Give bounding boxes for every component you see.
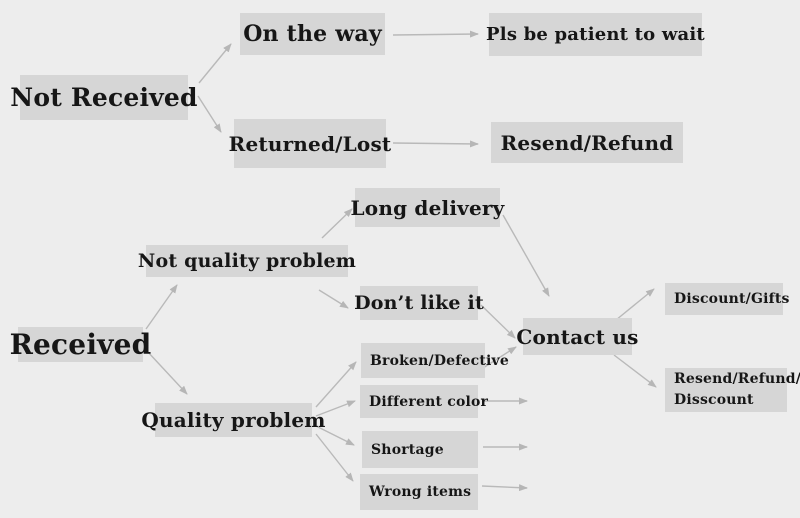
node-contact-us: Contact us xyxy=(516,318,638,355)
arrow-returned-lost-to-resend-refund xyxy=(392,140,479,148)
arrow-dont-like-it-to-contact-us xyxy=(480,304,516,339)
node-resend-refund: Resend/Refund xyxy=(491,122,683,163)
node-dont-like-it: Don’t like it xyxy=(354,286,484,320)
arrow-quality-to-wrong-items xyxy=(315,433,354,482)
node-different-color: Different color xyxy=(360,385,488,418)
arrow-not-received-to-returned-lost xyxy=(197,95,222,133)
arrow-not-quality-to-long-delivery xyxy=(321,208,353,239)
node-resend-refund-disscount-line1: Resend/Refund/ xyxy=(674,371,800,387)
arrow-contact-us-to-resend-refund-discount xyxy=(613,354,657,388)
node-shortage: Shortage xyxy=(362,431,478,468)
arrow-received-to-quality-problem xyxy=(146,350,188,395)
arrow-received-to-not-quality-problem xyxy=(145,284,178,330)
node-quality-problem: Quality problem xyxy=(141,403,325,437)
arrow-on-the-way-to-pls-wait xyxy=(392,30,479,38)
arrow-contact-us-to-discount-gifts xyxy=(615,288,655,321)
node-long-delivery: Long delivery xyxy=(351,188,504,227)
arrow-long-delivery-to-contact-us xyxy=(502,214,550,297)
node-wrong-items: Wrong items xyxy=(360,474,478,510)
arrow-wrong-items-right xyxy=(481,484,528,492)
node-on-the-way: On the way xyxy=(240,13,385,55)
arrow-not-quality-to-dont-like-it xyxy=(318,289,349,309)
arrow-quality-to-broken-defective xyxy=(315,361,357,408)
node-not-quality-problem: Not quality problem xyxy=(138,245,356,277)
node-received: Received xyxy=(9,327,152,362)
node-returned-lost: Returned/Lost xyxy=(229,119,391,168)
arrow-not-received-to-on-the-way xyxy=(198,43,232,84)
node-discount-gifts: Discount/Gifts xyxy=(665,283,789,315)
node-broken-defective: Broken/Defective xyxy=(361,343,509,378)
node-resend-refund-disscount-line2: Disscount xyxy=(674,392,754,408)
node-pls-be-patient-to-wait: Pls be patient to wait xyxy=(486,13,705,56)
node-resend-refund-disscount: Resend/Refund/ Disscount xyxy=(665,368,800,412)
node-not-received: Not Received xyxy=(10,75,198,120)
